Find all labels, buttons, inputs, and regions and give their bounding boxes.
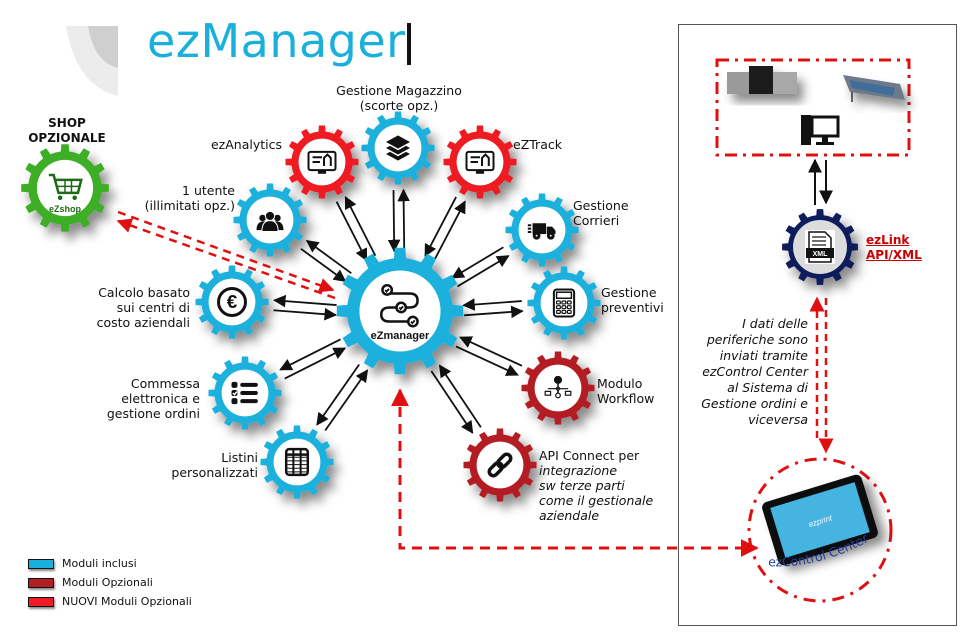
- arrow-center-to-api: [430, 370, 474, 434]
- label-magazzino: Gestione Magazzino(scorte opz.): [336, 83, 462, 113]
- shop-gear-label: eZshop: [49, 204, 82, 214]
- shopping-cart-icon: [48, 173, 83, 200]
- center-gear-label: eZmanager: [371, 330, 430, 342]
- gear-center: [208, 278, 256, 326]
- svg-text:XML: XML: [813, 251, 829, 258]
- xml-file-icon: XML: [805, 230, 835, 264]
- monitor-chart-icon: [465, 150, 495, 174]
- center-gear-ezmanager[interactable]: eZmanager: [336, 247, 464, 375]
- label-ezanalytics: ezAnalytics: [210, 137, 282, 152]
- arrow-center-to-workflow: [455, 345, 519, 376]
- svg-text:€: €: [227, 292, 238, 313]
- arrow-center-to-calcolo: [273, 294, 337, 308]
- page-title: ezManager: [147, 14, 406, 68]
- decorative-shape: [66, 26, 118, 96]
- arrow-api-to-center: [438, 364, 482, 428]
- legend-item-included: Moduli inclusi: [28, 557, 137, 570]
- ezlink-gear[interactable]: XML: [782, 209, 858, 285]
- module-gear-utenti[interactable]: [233, 183, 307, 257]
- arrow-ezanalytics-to-center: [335, 201, 368, 262]
- legend-item-optional: Moduli Opzionali: [28, 576, 153, 589]
- peripherals-description: I dati delle periferiche sono inviati tr…: [701, 316, 808, 427]
- legend-item-new-optional: NUOVI Moduli Opzionali: [28, 595, 192, 608]
- arrow-center-to-ezanalytics: [344, 196, 377, 257]
- module-gear-ezanalytics[interactable]: [285, 125, 359, 199]
- arrow-corrieri-to-center: [451, 246, 504, 279]
- module-gear-preventivi[interactable]: [527, 266, 601, 340]
- legend-swatch: [28, 577, 54, 588]
- control-center-tablet: ezprint: [762, 474, 878, 566]
- module-gear-listini[interactable]: [260, 425, 334, 499]
- legend-swatch: [28, 596, 54, 607]
- title-cursor-bar: [407, 23, 411, 65]
- arrow-center-to-listini: [316, 364, 360, 426]
- layers-icon: [382, 133, 414, 163]
- devices-group-box: [715, 58, 911, 157]
- arrow-eztrack-to-center: [424, 196, 457, 258]
- center-to-shop-arrow: [116, 218, 336, 300]
- users-group-icon: [256, 210, 284, 232]
- module-gear-api[interactable]: [463, 428, 537, 502]
- module-gear-eztrack[interactable]: [443, 125, 517, 199]
- arrow-center-to-preventivi: [464, 305, 524, 319]
- calculator-icon: [552, 288, 576, 318]
- label-eztrack: eZTrack: [513, 137, 562, 152]
- arrow-utenti-to-center: [300, 248, 347, 283]
- label-api: API Connect per integrazione sw terze pa…: [539, 448, 654, 523]
- arrow-center-to-eztrack: [433, 200, 466, 262]
- module-gear-corrieri[interactable]: [505, 193, 579, 267]
- checklist-icon: [231, 381, 258, 405]
- peripherals-panel: [678, 24, 957, 626]
- workflow-path-icon: [380, 284, 419, 328]
- arrow-commessa-to-center: [284, 347, 347, 380]
- spreadsheet-icon: [284, 447, 310, 477]
- arrow-preventivi-to-center: [462, 298, 522, 311]
- delivery-truck-icon: [527, 223, 556, 240]
- arrow-calcolo-to-center: [273, 307, 338, 321]
- label-utenti: 1 utente(illimitati opz.): [144, 183, 235, 213]
- arrow-center-to-magazzino: [397, 188, 410, 251]
- wide-format-printer-icon: [843, 75, 905, 102]
- euro-icon: €: [217, 287, 247, 317]
- shop-gear-ezshop[interactable]: eZshop: [21, 144, 109, 232]
- arrow-center-to-corrieri: [457, 255, 510, 288]
- arrow-workflow-to-center: [459, 336, 523, 367]
- desktop-computer-icon: [801, 115, 840, 145]
- module-gear-calcolo[interactable]: €: [195, 265, 269, 339]
- module-gear-commessa[interactable]: [208, 356, 282, 430]
- arrow-center-to-commessa: [279, 338, 341, 371]
- production-printer-icon: [727, 66, 797, 94]
- arrow-magazzino-to-center: [387, 190, 401, 253]
- shop-to-center-arrow: [117, 210, 335, 293]
- arrow-center-to-utenti: [305, 240, 352, 274]
- monitor-chart-icon: [307, 150, 337, 174]
- arrow-listini-to-center: [324, 369, 369, 431]
- module-gear-magazzino[interactable]: [361, 111, 435, 185]
- center-to-control-center-link: [391, 388, 759, 557]
- module-gear-workflow[interactable]: [521, 351, 595, 425]
- legend-swatch: [28, 558, 54, 569]
